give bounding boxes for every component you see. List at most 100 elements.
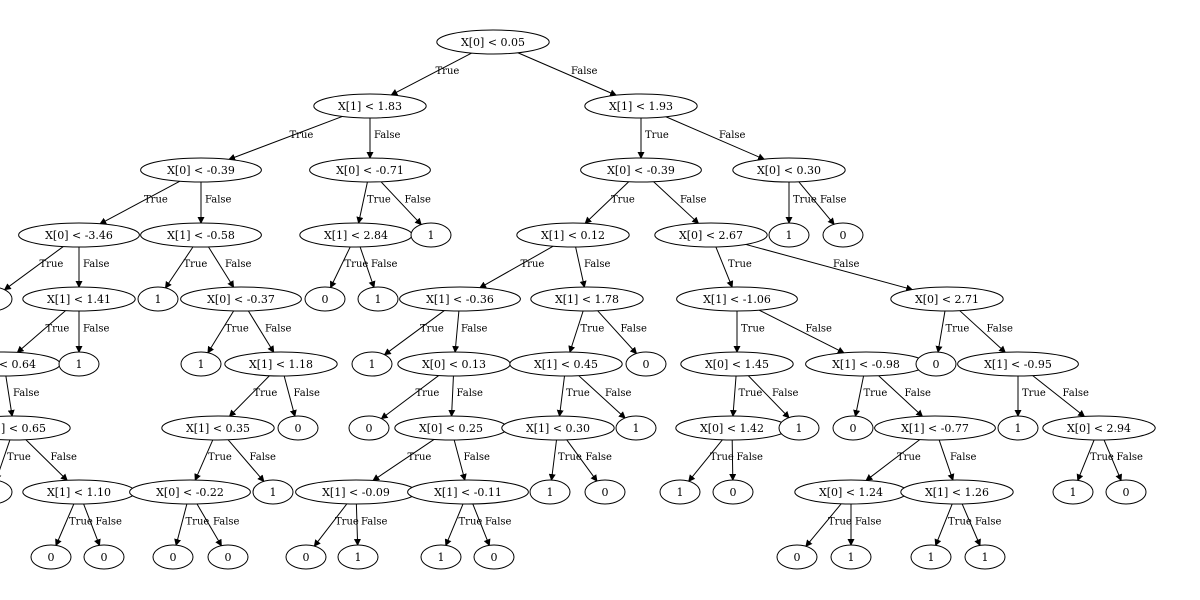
node-label: 1 (198, 358, 205, 371)
edge-label: False (83, 259, 110, 270)
edge-true: True (865, 439, 921, 482)
node-label: 0 (643, 358, 650, 371)
edge-false: False (283, 375, 320, 418)
node-label: X[1] < 1.10 (47, 486, 111, 499)
edge-true: True (729, 375, 762, 417)
edge-label: False (225, 259, 252, 270)
leaf-node: 1 (1052, 479, 1094, 505)
node-label: 0 (730, 486, 737, 499)
node-ellipse (407, 479, 529, 505)
node-ellipse (676, 286, 798, 312)
node-label: X[0] < -0.71 (336, 164, 404, 177)
edge-arrow (207, 310, 235, 354)
node-label: X[0] < -0.22 (156, 486, 224, 499)
edge-false: False (758, 309, 845, 354)
edge-arrow (715, 246, 734, 288)
node-ellipse (501, 415, 615, 441)
node-label: 1 (1070, 486, 1077, 499)
node-label: X[1] < 0.35 (186, 422, 250, 435)
edge-true: True (330, 246, 368, 289)
edge-arrow (665, 116, 766, 161)
edge-label: True (828, 517, 852, 528)
node-ellipse (58, 351, 100, 377)
edge-false: False (665, 116, 766, 161)
edge-true: True (228, 115, 343, 161)
leaf-node: 1 (180, 351, 222, 377)
edge-arrow (444, 503, 464, 547)
edge-arrow (584, 181, 630, 224)
node-ellipse (768, 222, 810, 248)
leaf-node: 1 (410, 222, 452, 248)
edge-label: False (265, 324, 292, 335)
edge-arrow (208, 246, 235, 288)
node-ellipse (580, 157, 702, 183)
edge-arrow (758, 309, 845, 354)
leaf-node: 0 (584, 479, 626, 505)
edge-true: True (356, 181, 391, 224)
decision-node: X[0] < -3.46 (18, 222, 140, 248)
node-ellipse (357, 286, 399, 312)
node-label: 0 (850, 422, 857, 435)
edge-label: False (213, 517, 240, 528)
edge-arrow (1032, 375, 1086, 418)
node-label: 1 (547, 486, 554, 499)
leaf-node: 1 (420, 544, 462, 570)
decision-node: X[1] < 0.45 (509, 351, 623, 377)
edge-label: True (408, 452, 432, 463)
edge-true: True (99, 180, 181, 225)
node-ellipse (285, 544, 327, 570)
edge-label: False (457, 388, 484, 399)
node-ellipse (964, 544, 1006, 570)
decision-node: X[1] < -0.09 (295, 479, 417, 505)
decision-node: X[1] < 2.84 (299, 222, 413, 248)
node-label: X[1] < -1.06 (703, 293, 771, 306)
edge-label: False (772, 388, 799, 399)
edge-arrow (865, 439, 921, 482)
node-ellipse (625, 351, 667, 377)
edge-arrow (356, 181, 368, 224)
edge-true: True (383, 310, 445, 356)
decision-node: X[1] < 1.18 (224, 351, 338, 377)
edge-true: True (479, 245, 554, 289)
leaf-node: 1 (778, 415, 820, 441)
edge-arrow (247, 310, 275, 353)
edge-arrow (1076, 439, 1095, 482)
node-label: 0 (48, 551, 55, 564)
edge-label: True (436, 66, 460, 77)
node-ellipse (351, 351, 393, 377)
decision-node: X[0] < -0.37 (180, 286, 302, 312)
edge-label: False (680, 195, 707, 206)
edge-arrow (380, 375, 439, 420)
edge-false: False (745, 243, 914, 292)
node-ellipse (890, 286, 1004, 312)
edge-arrow (548, 439, 557, 482)
edge-label: False (250, 452, 277, 463)
decision-node: X[1] < -0.77 (874, 415, 996, 441)
edge-true: True (935, 310, 969, 354)
node-ellipse (822, 222, 864, 248)
edge-arrow (55, 503, 75, 547)
edge-arrow (228, 115, 343, 161)
node-label: X[1] < -0.09 (322, 486, 390, 499)
decision-node: X[0] < 1.24 (794, 479, 908, 505)
node-label: X[0] < 0.13 (422, 358, 486, 371)
edge-true: True (3, 246, 64, 291)
decision-node: X[0] < -0.71 (309, 157, 431, 183)
node-label: 1 (428, 229, 435, 242)
node-ellipse (1042, 415, 1156, 441)
edge-false: False (75, 247, 110, 288)
edge-false: False (578, 375, 632, 419)
edge-arrow (227, 439, 265, 483)
edge-label: False (737, 452, 764, 463)
edge-true: True (313, 503, 359, 547)
leaf-node: 0 (712, 479, 754, 505)
node-ellipse (957, 351, 1079, 377)
edge-arrow (938, 439, 955, 481)
edge-label: True (558, 452, 582, 463)
node-ellipse (0, 480, 13, 504)
decision-node: X[1] < 1.41 (22, 286, 136, 312)
node-label: X[1] < -0.98 (832, 358, 900, 371)
